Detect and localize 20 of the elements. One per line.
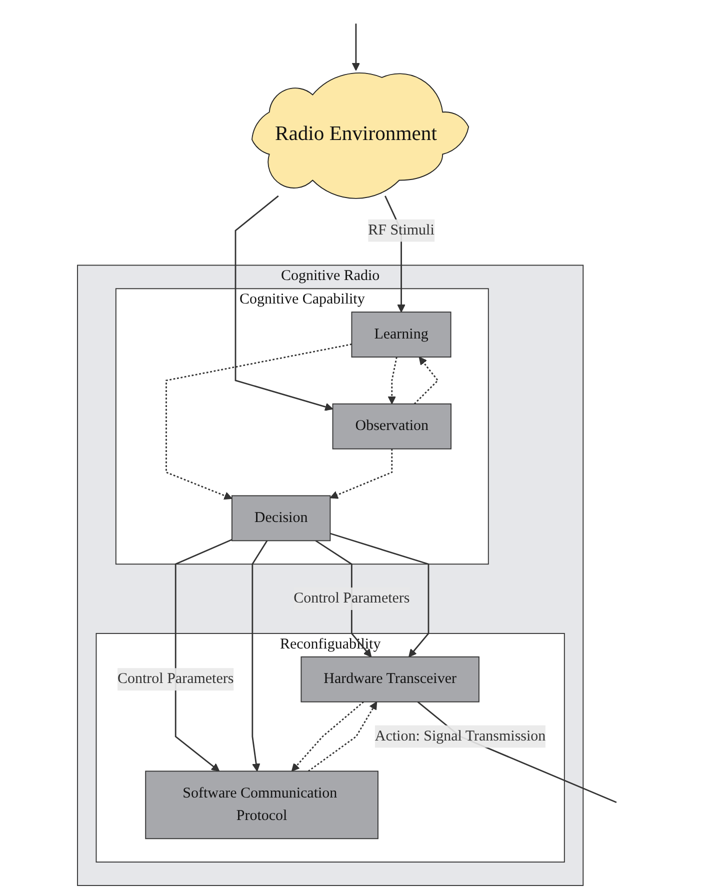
arrow — [175, 538, 232, 772]
edge-label: Action: Signal Transmission — [375, 728, 546, 744]
node-box: Hardware Transceiver — [300, 656, 480, 702]
node-box: Observation — [332, 403, 452, 450]
arrow — [292, 701, 364, 772]
edge-label: RF Stimuli — [368, 222, 435, 238]
edge-label: Control Parameters — [294, 590, 410, 606]
arrow — [414, 356, 440, 404]
arrow — [252, 540, 268, 772]
node-box: Decision — [232, 495, 331, 542]
arrow — [352, 24, 360, 71]
arrow — [235, 195, 334, 411]
arrow — [330, 532, 430, 658]
edge-label: Control Parameters — [118, 670, 234, 687]
node-box: Learning — [351, 312, 452, 358]
arrow — [166, 344, 352, 500]
arrow — [330, 448, 393, 499]
arrow — [388, 356, 398, 404]
node-box: Software Communication Protocol — [145, 770, 379, 840]
arrow — [308, 701, 378, 772]
